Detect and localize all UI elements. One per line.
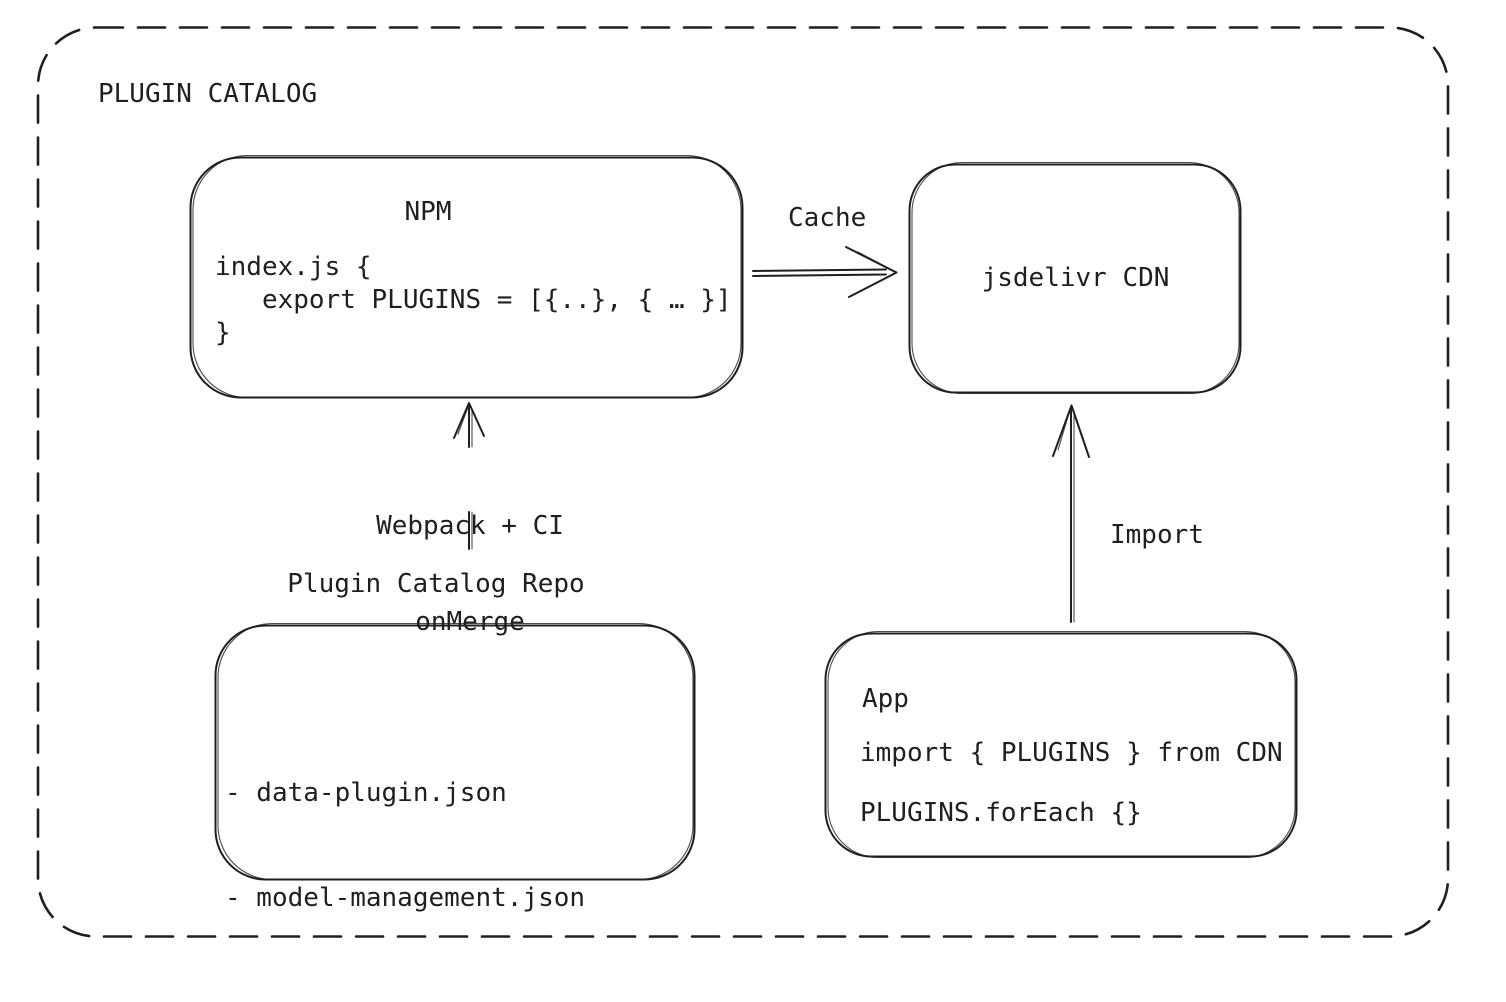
app-box-outline: [824, 630, 1298, 859]
build-arrow-label-line2: onMerge: [415, 607, 525, 637]
repo-file-item: - model-management.json: [225, 883, 586, 913]
cache-arrow: [752, 246, 898, 298]
diagram-title: PLUGIN CATALOG: [98, 79, 318, 109]
repo-file-list: - data-plugin.json - model-management.js…: [225, 706, 585, 1002]
repo-box-outline: [214, 622, 696, 881]
npm-box-title: NPM: [404, 197, 452, 227]
import-arrow: [1052, 404, 1090, 623]
npm-code: index.js { export PLUGINS = [{..}, { … }…: [215, 252, 732, 348]
app-code-foreach: PLUGINS.forEach {}: [860, 798, 1142, 828]
build-arrow: [453, 402, 485, 550]
app-code-import: import { PLUGINS } from CDN: [860, 738, 1283, 768]
npm-box-outline: [189, 154, 744, 399]
build-arrow-label: Webpack + CI onMerge: [320, 446, 620, 702]
cdn-box-outline: [908, 161, 1242, 395]
repo-title: Plugin Catalog Repo: [287, 569, 585, 599]
repo-file-item: …: [225, 986, 585, 1002]
app-box-title: App: [862, 684, 909, 714]
cdn-box-label: jsdelivr CDN: [981, 263, 1170, 293]
plugin-catalog-boundary: [36, 26, 1450, 938]
cache-arrow-label: Cache: [788, 203, 867, 233]
import-arrow-label: Import: [1110, 520, 1204, 550]
build-arrow-label-line1: Webpack + CI: [376, 511, 564, 541]
repo-file-item: - data-plugin.json: [225, 778, 507, 808]
